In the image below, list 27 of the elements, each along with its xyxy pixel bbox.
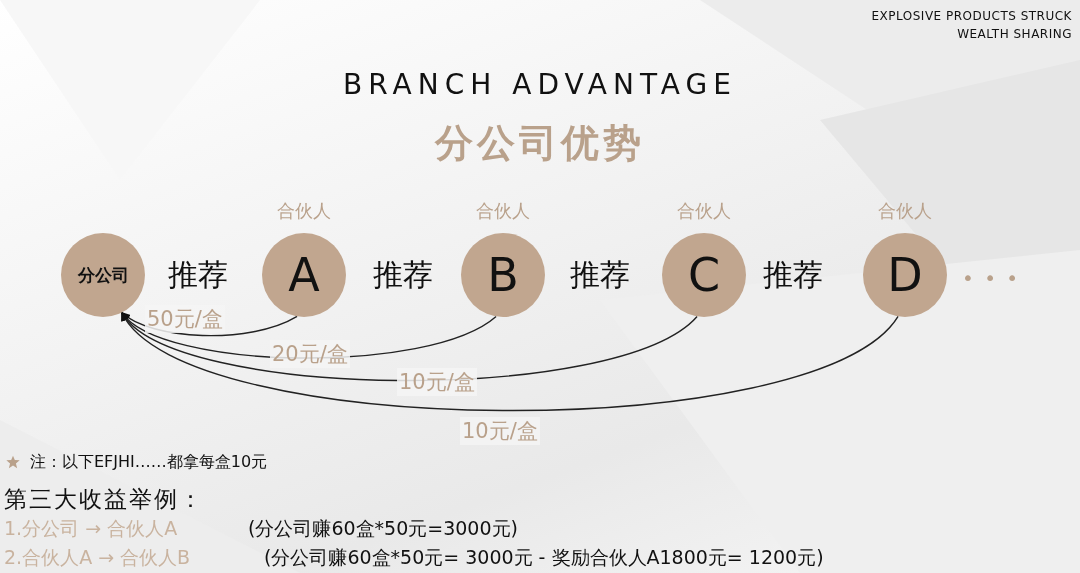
node-label: C — [687, 248, 721, 302]
edge-label: 20元/盒 — [270, 340, 350, 368]
role-label: 合伙人 — [877, 199, 933, 223]
step-label: 推荐 — [168, 256, 228, 294]
heading-text: 第三大收益举例： — [4, 485, 204, 514]
step-label: 推荐 — [763, 256, 823, 294]
node-label: D — [887, 248, 923, 302]
example-step: 2.合伙人A → 合伙人B — [4, 545, 191, 571]
role-label: 合伙人 — [676, 199, 732, 223]
example-text: (分公司赚60盒*50元= 3000元 - 奖励合伙人A1800元= 1200元) — [264, 545, 824, 570]
step-label: 推荐 — [570, 256, 630, 294]
edge-label: 10元/盒 — [397, 368, 477, 396]
role-label: 合伙人 — [276, 199, 332, 223]
ellipsis-text: • • • — [962, 266, 1021, 290]
step-label: 推荐 — [373, 256, 433, 294]
title: BRANCH ADVANTAGE — [342, 68, 738, 101]
subtitle: EXPLOSIVE PRODUCTS STRUCK WEALTH SHARING — [870, 8, 1072, 43]
note-text: 注：以下EFJHI……都拿每盒10元 — [30, 452, 268, 473]
node-label: A — [288, 248, 320, 302]
node-label: B — [487, 248, 519, 302]
curved-arrow — [121, 311, 899, 412]
example-text: (分公司赚60盒*50元=3000元) — [248, 516, 518, 541]
node-label: 分公司 — [77, 263, 129, 287]
example-step: 1.分公司 → 合伙人A — [4, 516, 178, 542]
role-label: 合伙人 — [475, 199, 531, 223]
edge-label: 10元/盒 — [460, 417, 540, 445]
subtitle: 分公司优势 — [433, 120, 646, 167]
